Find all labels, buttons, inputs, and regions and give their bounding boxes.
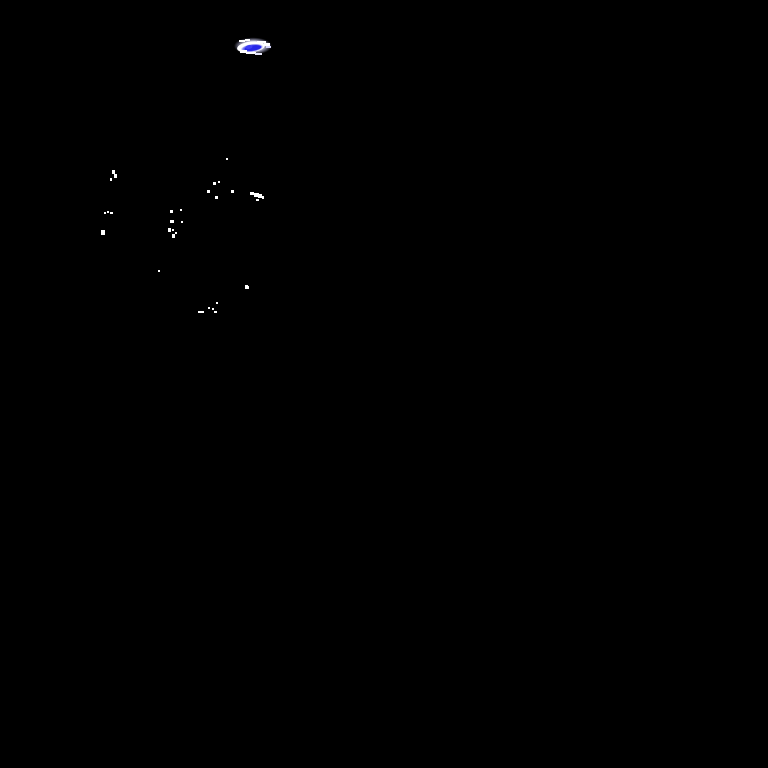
- point-source: [175, 232, 177, 234]
- point-source: [181, 221, 183, 223]
- point-source: [258, 194, 262, 198]
- point-source: [231, 190, 234, 193]
- point-source: [254, 193, 259, 197]
- point-source: [212, 308, 214, 310]
- point-source: [262, 196, 264, 199]
- point-source: [172, 234, 175, 238]
- point-source: [216, 302, 218, 304]
- source-wisp-right-low: [266, 46, 271, 48]
- source-wisp-left: [239, 40, 245, 42]
- point-source: [180, 209, 182, 211]
- source-wisp-upper-right: [257, 41, 266, 43]
- point-source: [110, 212, 113, 214]
- source-core-peak: [245, 45, 253, 49]
- point-source: [198, 311, 204, 313]
- source-wisp-lower-right: [255, 53, 262, 55]
- point-source: [213, 182, 216, 185]
- point-source: [158, 270, 160, 272]
- point-source: [245, 285, 248, 289]
- point-source: [226, 158, 228, 160]
- point-source: [250, 192, 254, 195]
- point-source: [214, 311, 217, 313]
- source-wisp-lower: [246, 52, 256, 54]
- point-source: [208, 307, 210, 309]
- source-wisp-right: [264, 43, 270, 46]
- point-source: [168, 228, 171, 232]
- point-source: [101, 230, 105, 235]
- point-source: [207, 190, 210, 193]
- source-wisp-upper: [245, 39, 250, 41]
- point-source-field: [101, 158, 264, 313]
- source-wisp-lower-left: [240, 50, 247, 53]
- point-source: [170, 210, 173, 213]
- point-source: [114, 174, 117, 178]
- point-source: [172, 229, 174, 231]
- bright-blue-source: [234, 37, 272, 55]
- point-source: [256, 199, 259, 201]
- point-source: [110, 178, 112, 181]
- point-source: [215, 196, 218, 199]
- point-source: [247, 286, 249, 289]
- point-source: [112, 170, 115, 174]
- point-source: [218, 181, 220, 183]
- point-source: [104, 212, 106, 214]
- point-source: [170, 220, 174, 223]
- point-source: [107, 211, 109, 213]
